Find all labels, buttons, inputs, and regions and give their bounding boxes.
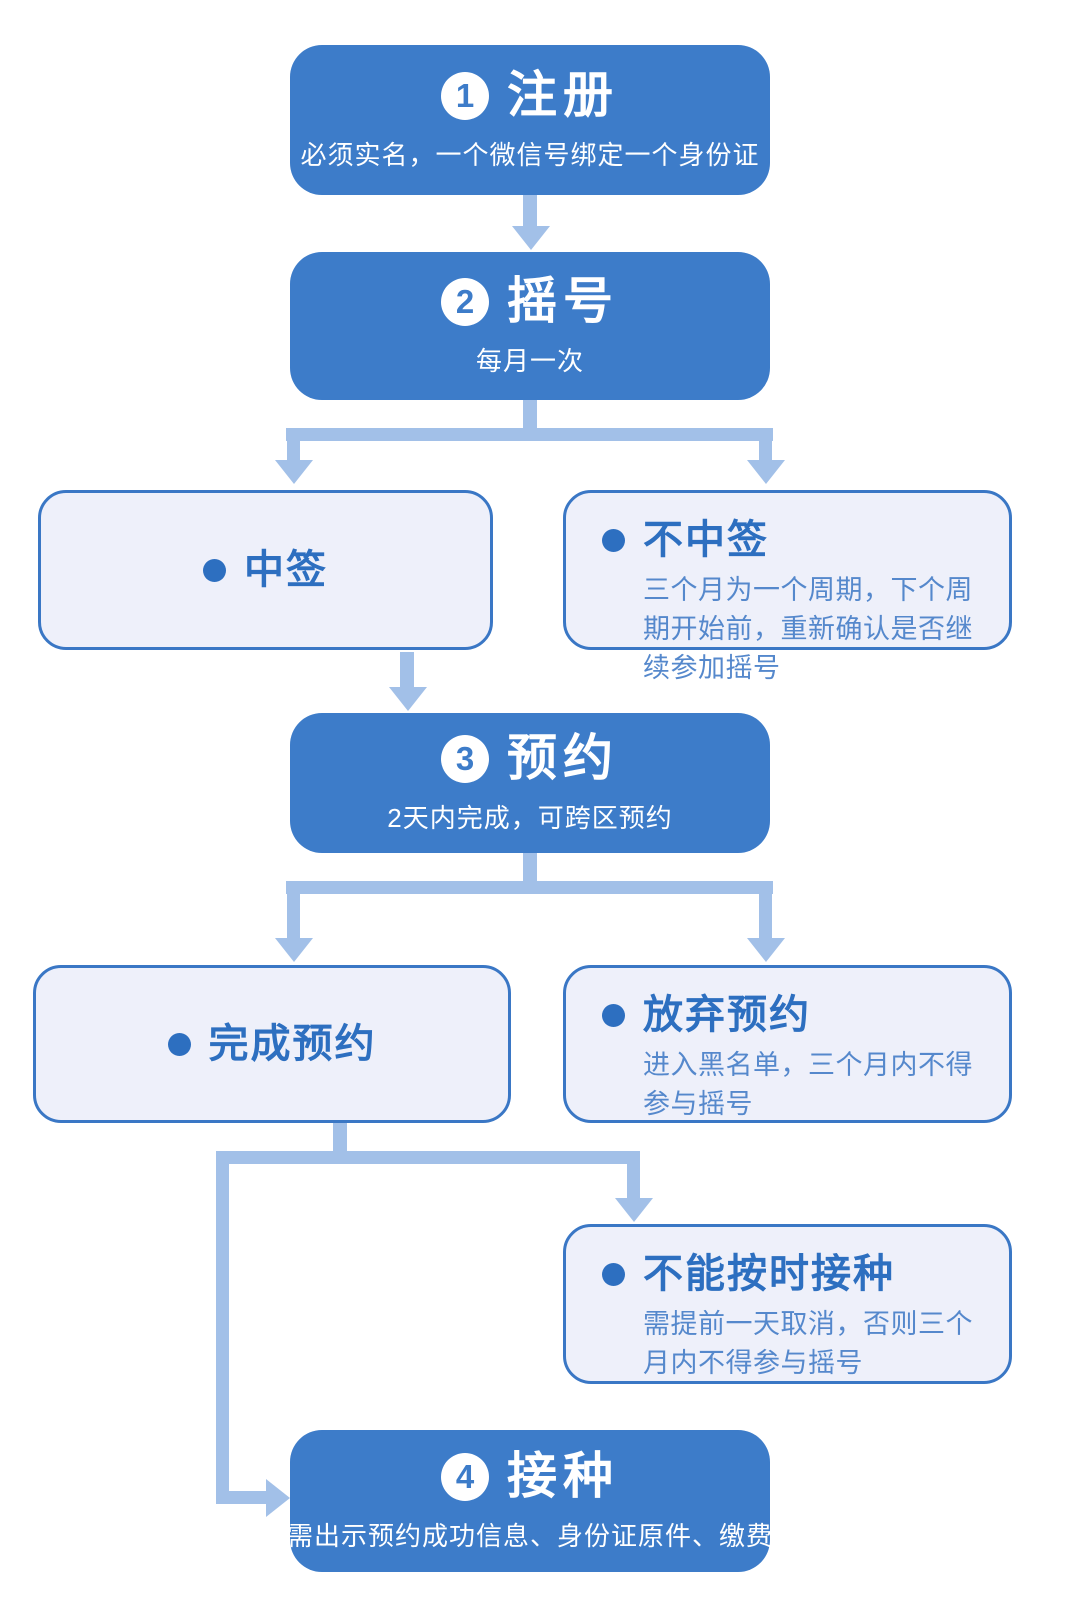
step-register-title: 注册 [507, 67, 619, 123]
bullet-dot-icon [167, 1032, 191, 1056]
outcome-won-title: 中签 [244, 548, 328, 592]
step-vaccinate-title: 接种 [507, 1448, 619, 1504]
outcome-missed-title: 不能按时接种 [643, 1252, 895, 1296]
connector-register-to-lottery-line [523, 195, 537, 228]
connector-appointment-branch-bar [286, 881, 773, 894]
outcome-done-title-row: 完成预约 [167, 1021, 377, 1067]
step-vaccinate-subtitle: 需出示预约成功信息、身份证原件、缴费 [287, 1521, 774, 1551]
bullet-dot-icon [602, 1003, 625, 1027]
arrow-down-icon [747, 460, 785, 484]
step-number-badge-3: 3 [441, 734, 489, 783]
connector-done-to-vaccinate-hline [216, 1491, 268, 1504]
arrow-down-icon [512, 226, 550, 250]
step-number-badge-4: 4 [441, 1452, 489, 1501]
outcome-abandoned-title: 放弃预约 [643, 993, 811, 1037]
connector-lottery-branch-bar [286, 428, 773, 441]
outcome-not-won-title-row: 不中签 [602, 517, 985, 563]
step-appointment-title-row: 3 预约 [441, 731, 619, 786]
connector-appointment-branch-stub [523, 853, 537, 883]
outcome-abandoned-detail: 进入黑名单，三个月内不得参与摇号 [643, 1050, 973, 1120]
step-box-lottery: 2 摇号 每月一次 [290, 252, 770, 400]
connector-appointment-to-done-line [287, 894, 300, 940]
outcome-missed-title-row: 不能按时接种 [602, 1251, 985, 1297]
arrow-right-icon [266, 1479, 290, 1517]
step-number-badge-1: 1 [441, 71, 489, 120]
step-number-badge-2: 2 [441, 277, 489, 326]
connector-appointment-to-abandoned-line [759, 894, 772, 940]
connector-lottery-to-won-line [287, 441, 300, 462]
connector-lottery-to-notwon-line [759, 441, 772, 462]
outcome-not-won-title: 不中签 [643, 518, 769, 562]
step-box-register: 1 注册 必须实名，一个微信号绑定一个身份证 [290, 45, 770, 195]
step-lottery-subtitle: 每月一次 [475, 346, 584, 376]
outcome-done-title: 完成预约 [208, 1022, 377, 1066]
arrow-down-icon [615, 1198, 653, 1222]
outcome-box-appointment-abandoned: 放弃预约 进入黑名单，三个月内不得参与摇号 [563, 965, 1012, 1123]
connector-done-to-missed-line [627, 1164, 640, 1200]
outcome-box-not-won: 不中签 三个月为一个周期，下个周期开始前，重新确认是否继续参加摇号 [563, 490, 1012, 683]
step-appointment-subtitle: 2天内完成，可跨区预约 [387, 803, 673, 833]
step-vaccinate-title-row: 4 接种 [441, 1449, 619, 1504]
outcome-missed-detail: 需提前一天取消，否则三个月内不得参与摇号 [643, 1309, 973, 1379]
outcome-box-appointment-done: 完成预约 [33, 965, 511, 1123]
outcome-box-won: 中签 [38, 490, 493, 650]
step-register-subtitle: 必须实名，一个微信号绑定一个身份证 [300, 140, 760, 170]
arrow-down-icon [275, 938, 313, 962]
step-box-appointment: 3 预约 2天内完成，可跨区预约 [290, 713, 770, 853]
bullet-dot-icon [602, 528, 625, 552]
step-box-vaccinate: 4 接种 需出示预约成功信息、身份证原件、缴费 [287, 1430, 774, 1572]
bullet-dot-icon [203, 558, 226, 582]
outcome-won-title-row: 中签 [203, 547, 328, 593]
connector-lottery-branch-stub [523, 400, 537, 430]
arrow-down-icon [275, 460, 313, 484]
arrow-down-icon [389, 687, 427, 711]
step-lottery-title-row: 2 摇号 [441, 274, 619, 329]
connector-won-to-appointment-line [400, 652, 414, 689]
step-appointment-title: 预约 [507, 730, 619, 786]
step-lottery-title: 摇号 [507, 273, 619, 329]
outcome-box-missed-vaccination: 不能按时接种 需提前一天取消，否则三个月内不得参与摇号 [563, 1224, 1012, 1384]
step-register-title-row: 1 注册 [441, 68, 619, 123]
bullet-dot-icon [602, 1262, 625, 1286]
connector-done-branch-stub [333, 1123, 347, 1153]
outcome-not-won-detail: 三个月为一个周期，下个周期开始前，重新确认是否继续参加摇号 [643, 575, 973, 684]
connector-done-branch-bar [216, 1151, 640, 1164]
outcome-abandoned-title-row: 放弃预约 [602, 992, 985, 1038]
arrow-down-icon [747, 938, 785, 962]
connector-done-to-vaccinate-vline [216, 1164, 229, 1504]
